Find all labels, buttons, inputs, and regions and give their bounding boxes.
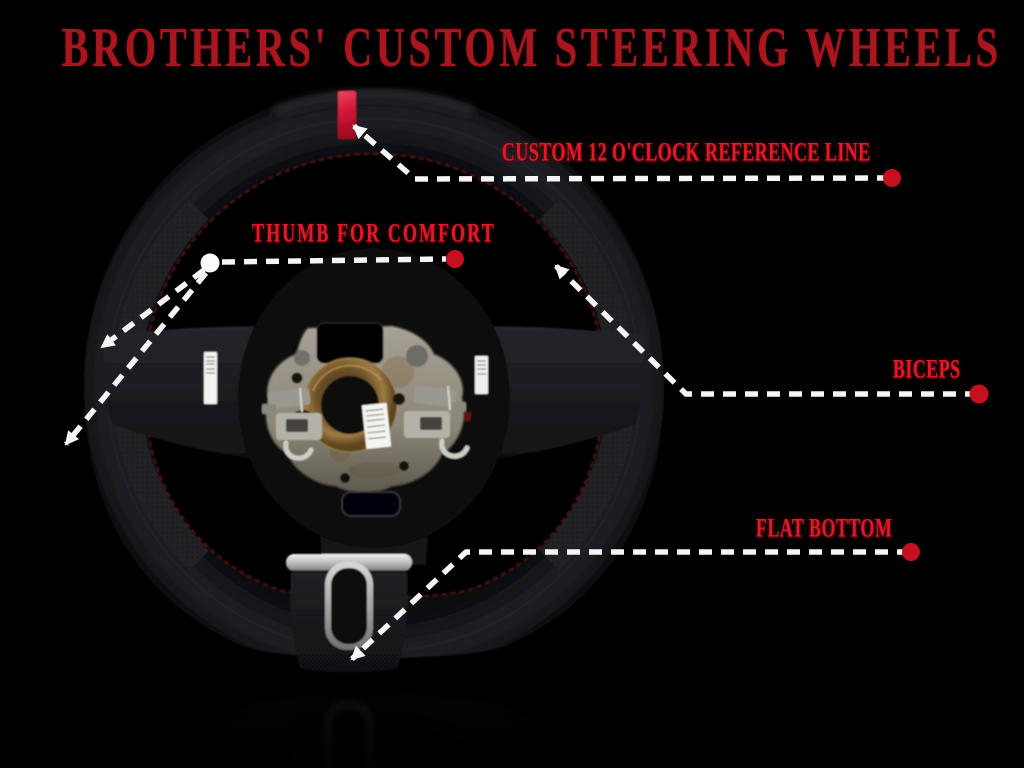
perforated-grip-right: [539, 199, 637, 571]
hub-top-opening: [316, 322, 384, 364]
thumb-origin-dot: [200, 253, 220, 273]
flat-bottom-trim: [286, 554, 412, 673]
reference-line-leader: [352, 123, 891, 182]
rim-highlight: [272, 88, 476, 116]
hub-lower-slot: [341, 491, 401, 517]
hub-collar-right: [406, 345, 428, 367]
barcode-label-center: [361, 402, 392, 450]
perforated-grip-left: [111, 199, 209, 571]
steering-wheel: [84, 88, 664, 673]
flat-bottom-leader: [350, 549, 910, 662]
page-title: BROTHERS' CUSTOM STEERING WHEELS: [61, 16, 1002, 79]
callout-label-biceps: BICEPS: [892, 354, 960, 384]
callout-label-reference-line: CUSTOM 12 O'CLOCK REFERENCE LINE: [502, 137, 871, 167]
red-sticker: [464, 411, 472, 422]
callout-lines: [63, 123, 978, 662]
flat-bottom-slot: [331, 568, 367, 644]
thumb-arrow-lower: [63, 271, 209, 446]
callout-label-thumb-for-comfort: THUMB FOR COMFORT: [252, 218, 496, 248]
callout-label-flat-bottom: FLAT BOTTOM: [755, 513, 892, 543]
thumb-leader: [221, 256, 447, 265]
hub-collar-left: [294, 350, 310, 366]
hub-bracket-right: [404, 385, 470, 459]
biceps-leader: [554, 264, 978, 397]
reference-line-endpoint-dot: [883, 169, 901, 187]
thumb-endpoint-dot: [446, 250, 464, 268]
barcode-label-right: [475, 356, 488, 394]
biceps-endpoint-dot: [969, 384, 989, 404]
twelve-oclock-stripe: [338, 91, 356, 139]
barcode-label-left: [204, 352, 217, 404]
flat-bottom-endpoint-dot: [902, 543, 920, 561]
hub-bracket-left: [262, 387, 322, 461]
reflection-fade: [0, 672, 1024, 768]
